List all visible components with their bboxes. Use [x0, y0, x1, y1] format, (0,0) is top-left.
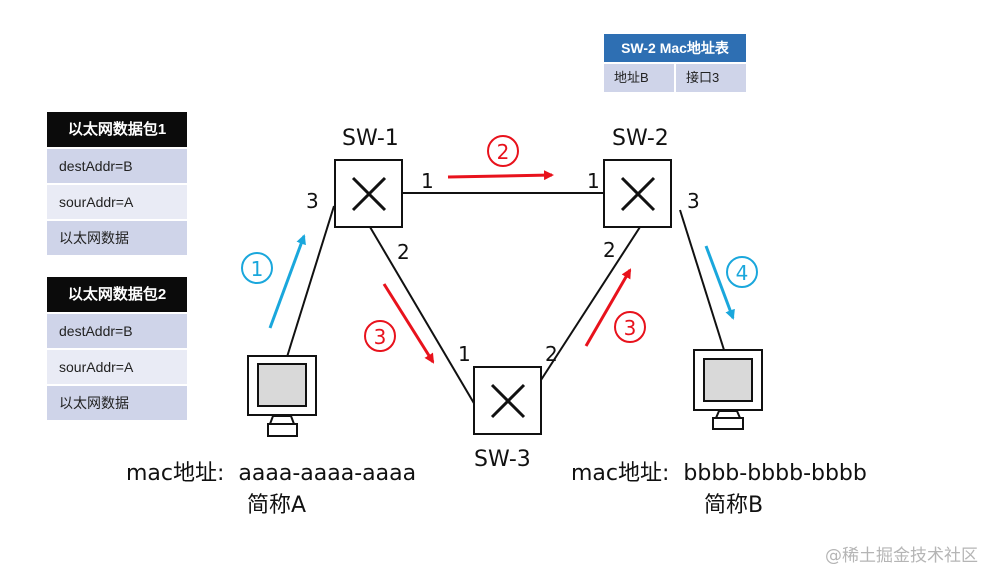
arrow-step-1 — [268, 234, 306, 329]
packet-1-table: 以太网数据包1 destAddr=B sourAddr=A 以太网数据 — [47, 112, 187, 255]
arrow-step-4 — [704, 245, 735, 320]
sw3-port-2: 2 — [545, 342, 558, 366]
step-3a-number: 3 — [374, 325, 387, 349]
arrow-step-3-down — [382, 283, 435, 364]
sw2-port-2: 2 — [603, 238, 616, 262]
watermark: @稀土掘金技术社区 — [825, 546, 978, 566]
switch-sw3-cross-b — [490, 383, 526, 419]
step-1-number: 1 — [251, 257, 264, 281]
step-3b-number: 3 — [624, 316, 637, 340]
switch-sw3 — [473, 366, 542, 435]
switch-sw1 — [334, 159, 403, 228]
step-4-marker: 4 — [726, 256, 758, 288]
packet-1-dest-addr: destAddr=B — [47, 149, 187, 183]
computer-icon-host-b — [693, 349, 763, 430]
mac-table-port-cell: 接口3 — [676, 64, 746, 92]
arrow-step-3-up — [584, 268, 632, 347]
host-b-short-name: 简称B — [704, 493, 763, 518]
step-2-number: 2 — [497, 140, 510, 164]
switch-sw3-box — [473, 366, 542, 435]
packet-2-sour-addr: sourAddr=A — [47, 350, 187, 384]
switch-sw3-label: SW-3 — [474, 447, 531, 472]
step-4-number: 4 — [736, 261, 749, 285]
sw2-port-1: 1 — [587, 169, 600, 193]
host-a-short-name: 简称A — [247, 493, 306, 518]
sw2-mac-table: SW-2 Mac地址表 地址B 接口3 — [604, 34, 746, 92]
host-a-mac-label: mac地址: aaaa-aaaa-aaaa — [126, 461, 416, 486]
switch-sw1-cross-b — [351, 176, 387, 212]
step-1-marker: 1 — [241, 252, 273, 284]
packet-2-payload: 以太网数据 — [47, 386, 187, 420]
link-sw1-sw3 — [369, 226, 476, 406]
step-3a-marker: 3 — [364, 320, 396, 352]
packet-2-table: 以太网数据包2 destAddr=B sourAddr=A 以太网数据 — [47, 277, 187, 420]
sw1-port-3: 3 — [306, 189, 319, 213]
computer-icon-host-a — [247, 355, 317, 437]
link-sw2-host-b — [679, 209, 725, 351]
arrow-step-2 — [447, 170, 554, 181]
sw2-mac-table-title: SW-2 Mac地址表 — [604, 34, 746, 62]
mac-table-address-cell: 地址B — [604, 64, 674, 92]
switch-sw2 — [603, 159, 672, 228]
sw2-port-3: 3 — [687, 189, 700, 213]
packet-2-title: 以太网数据包2 — [47, 277, 187, 312]
switch-sw2-label: SW-2 — [612, 126, 669, 151]
sw2-mac-table-row: 地址B 接口3 — [604, 64, 746, 92]
sw3-port-1: 1 — [458, 342, 471, 366]
link-host-a-sw1 — [286, 205, 335, 358]
switch-sw2-cross-b — [620, 176, 656, 212]
sw1-port-1: 1 — [421, 169, 434, 193]
step-3b-marker: 3 — [614, 311, 646, 343]
link-sw3-sw2 — [540, 226, 641, 381]
packet-1-sour-addr: sourAddr=A — [47, 185, 187, 219]
packet-1-payload: 以太网数据 — [47, 221, 187, 255]
host-b-mac-label: mac地址: bbbb-bbbb-bbbb — [571, 461, 867, 486]
switch-sw1-label: SW-1 — [342, 126, 399, 151]
packet-2-dest-addr: destAddr=B — [47, 314, 187, 348]
links — [286, 192, 725, 406]
step-2-marker: 2 — [487, 135, 519, 167]
packet-1-title: 以太网数据包1 — [47, 112, 187, 147]
sw1-port-2: 2 — [397, 240, 410, 264]
